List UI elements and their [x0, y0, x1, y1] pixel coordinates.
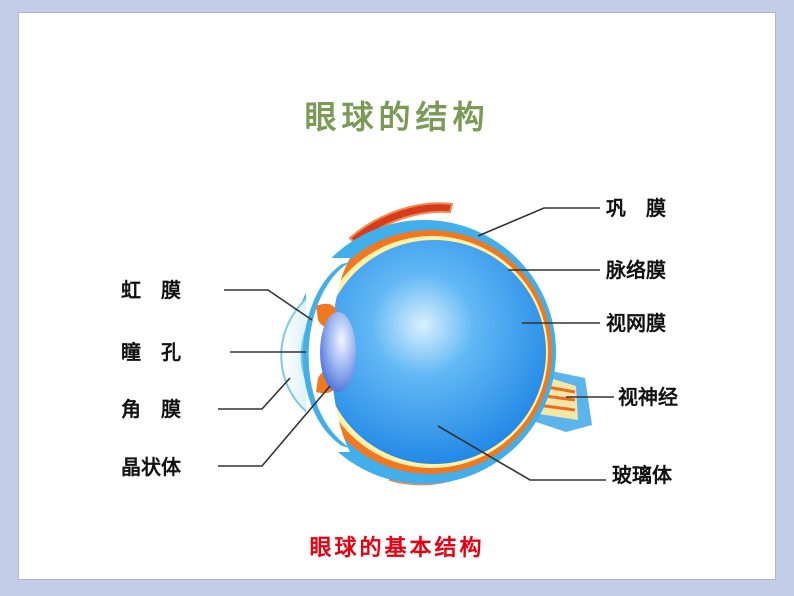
- leader-lines: [218, 207, 614, 481]
- label-lens: 晶状体: [121, 455, 181, 479]
- cornea-front: [302, 262, 350, 448]
- slide-title: 眼球的结构: [304, 98, 490, 136]
- label-sclera: 巩 膜: [606, 196, 666, 220]
- lens: [320, 312, 356, 392]
- label-iris: 虹 膜: [121, 278, 181, 302]
- vitreous-body: [322, 240, 546, 464]
- label-vitreous: 玻璃体: [612, 463, 672, 487]
- label-optic-nerve: 视神经: [618, 385, 678, 409]
- label-cornea: 角 膜: [121, 397, 181, 421]
- label-choroid: 脉络膜: [606, 258, 666, 282]
- label-retina: 视网膜: [606, 311, 666, 335]
- diagram-caption: 眼球的基本结构: [309, 535, 485, 561]
- label-pupil: 瞳 孔: [121, 340, 181, 364]
